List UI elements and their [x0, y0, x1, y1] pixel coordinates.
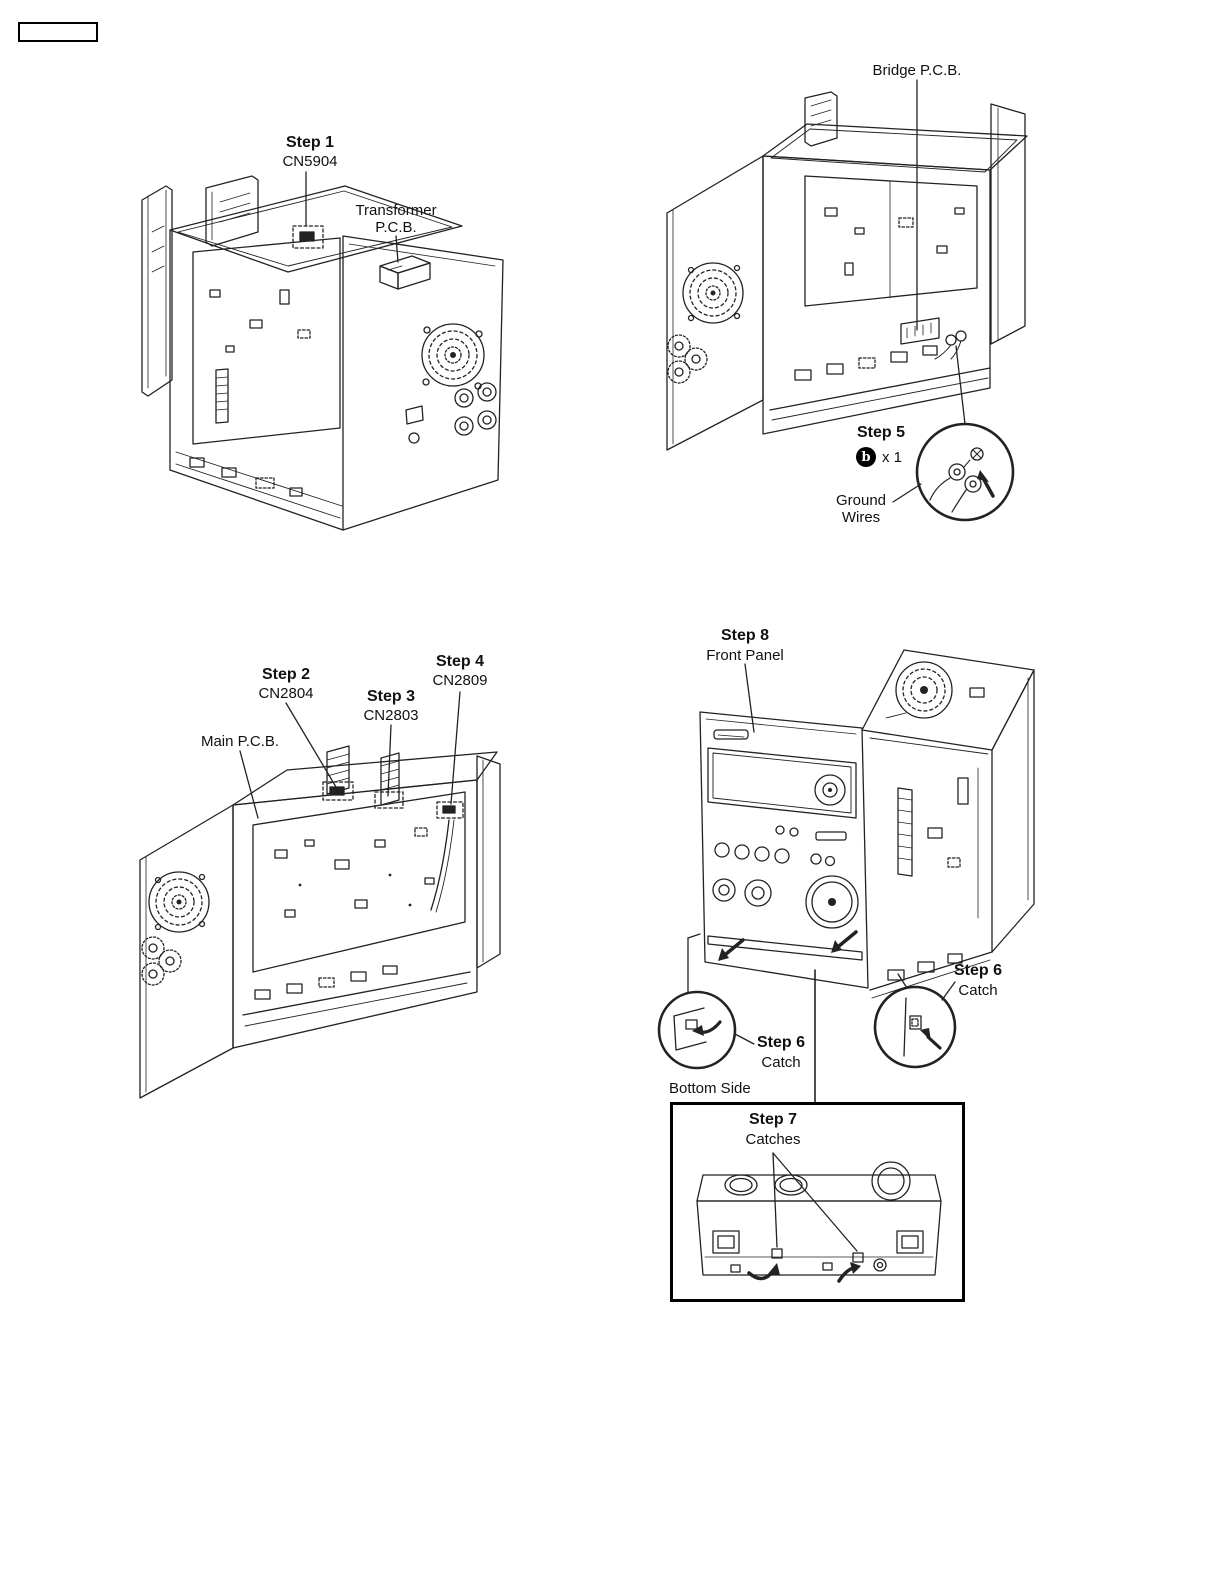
step2-callout-line	[285, 702, 337, 788]
screw-b-icon: b	[856, 447, 876, 467]
fig3-bottom-connectors	[242, 965, 471, 1027]
step2-ref-label: CN2804	[258, 685, 314, 702]
figure-3-chassis-drawing	[139, 691, 501, 1099]
step6-right-sub-label: Catch	[958, 982, 998, 999]
fig1-fan-grille-icon	[421, 323, 485, 390]
fig1-interior-pcb	[192, 237, 341, 445]
inset-bottom-body	[696, 1200, 942, 1276]
left-catch-arrow-icon	[692, 1025, 704, 1036]
fig3-top-rim	[232, 751, 498, 806]
fig1-right-face	[342, 235, 504, 531]
screw-count-label: x 1	[882, 449, 903, 466]
step6-left-leader-line	[734, 1033, 755, 1045]
step4-ref-label: CN2809	[432, 672, 488, 689]
step3-callout-line	[387, 724, 392, 797]
front-buttons	[714, 842, 836, 867]
step5-label: Step 5	[856, 424, 906, 441]
fig3-ribbon-cn2803	[374, 752, 404, 809]
main-pcb-label: Main P.C.B.	[200, 733, 280, 750]
fig2-gear-cluster	[667, 334, 708, 384]
fig4-fan-grille-icon	[895, 661, 953, 719]
fig2-detached-right-panel	[990, 103, 1026, 345]
inset-back-band	[696, 1161, 942, 1202]
fig2-bottom-connectors	[769, 345, 991, 421]
transformer-pcb-label-line2: P.C.B.	[375, 219, 417, 236]
step6-right-label: Step 6	[953, 962, 1003, 979]
ground-wires-leader-line	[892, 483, 922, 503]
step8-callout-line	[744, 663, 755, 733]
fig1-power-inlet	[405, 405, 424, 444]
screw-letter: b	[861, 449, 871, 465]
step8-label: Step 8	[720, 627, 770, 644]
front-knobs	[712, 875, 859, 929]
fig1-bottom-details	[175, 451, 343, 519]
inset-catch-right	[852, 1252, 864, 1263]
display-window	[707, 747, 857, 819]
fig2-left-face	[666, 155, 764, 451]
fig2-front-face	[762, 155, 991, 435]
fig4-front-panel	[699, 711, 869, 989]
step3-ref-label: CN2803	[363, 707, 419, 724]
fig1-transformer-pcb	[379, 255, 431, 290]
fig4-left-magnifier-circle	[657, 990, 737, 1070]
fig2-magnifier-arrow-icon	[977, 470, 989, 482]
fig1-cn5904-connector	[292, 225, 324, 249]
step7-callout-line-left	[772, 1152, 778, 1248]
fig3-detached-right-panel	[476, 755, 501, 969]
inset-catch-arrow-icons	[747, 1262, 861, 1283]
step7-callout-line-right	[772, 1152, 858, 1252]
fig4-right-magnifier-circle	[873, 985, 957, 1069]
fig2-fan-grille-icon	[682, 262, 744, 324]
bridge-pcb-label: Bridge P.C.B.	[872, 62, 962, 79]
ground-wires-label-line1: Ground	[835, 492, 887, 509]
fig3-ribbon-cn2804	[322, 745, 354, 801]
fig2-corner-piece	[804, 91, 838, 147]
fig3-fan-grille-icon	[148, 871, 210, 933]
fig1-top-rim	[169, 185, 463, 273]
step2-label: Step 2	[261, 666, 311, 683]
fig2-bridge-pcb	[900, 317, 940, 345]
bottom-side-inset: Step 7 Catches	[670, 1102, 965, 1302]
step7-sub-label: Catches	[745, 1131, 801, 1148]
figure-2-chassis-drawing	[666, 79, 1028, 522]
step6-left-label: Step 6	[756, 1034, 806, 1051]
step6-left-sub-label: Catch	[761, 1054, 801, 1071]
fig1-detached-side-panel	[141, 185, 173, 397]
inset-catch-left	[771, 1248, 783, 1259]
step4-callout-line	[450, 691, 461, 805]
step4-label: Step 4	[435, 653, 485, 670]
fig3-front-face	[232, 779, 478, 1049]
main-pcb-callout-line	[239, 750, 259, 819]
fig2-ground-wires-point	[934, 330, 967, 425]
ground-wires-label-line2: Wires	[841, 509, 881, 526]
fig3-main-pcb	[252, 791, 466, 973]
step3-label: Step 3	[366, 688, 416, 705]
figure-1-chassis-drawing	[141, 171, 504, 531]
fig2-magnifier-circle	[915, 422, 1015, 522]
fig4-interior	[869, 737, 993, 999]
right-catch-arrow-icon	[920, 1028, 931, 1041]
fig2-interior-pcb	[804, 175, 978, 307]
front-panel-label: Front Panel	[706, 647, 784, 664]
bottom-view-drawing	[696, 1152, 942, 1283]
step7-label: Step 7	[748, 1111, 798, 1128]
step6-right-leader-line	[941, 981, 956, 1001]
fig4-right-face	[991, 669, 1035, 953]
page-corner-box	[18, 22, 98, 42]
step1-label: Step 1	[285, 134, 335, 151]
step1-ref-label: CN5904	[282, 153, 338, 170]
bottom-side-label: Bottom Side	[669, 1080, 751, 1097]
fig4-catch-arrow-icons	[718, 930, 858, 961]
fig1-back-panel	[205, 175, 259, 247]
figure-4-front-panel-drawing	[657, 649, 1035, 1109]
fig3-gear-cluster	[141, 936, 182, 986]
fig2-top-rim	[762, 123, 1028, 173]
fig1-binding-posts	[454, 382, 497, 436]
fig3-cn2809-connector	[430, 801, 464, 913]
brand-plate	[713, 729, 749, 740]
